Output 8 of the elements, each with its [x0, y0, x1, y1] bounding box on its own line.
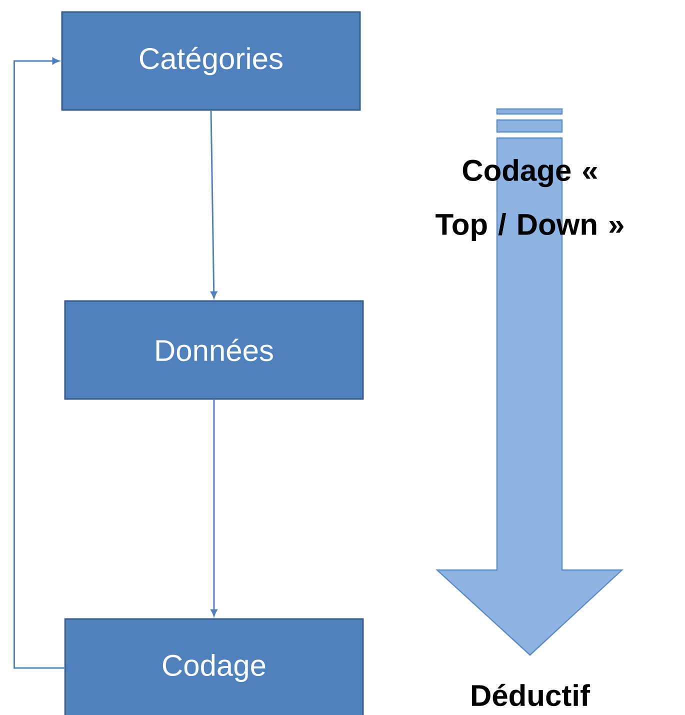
arrow-label: Déductif [472, 684, 590, 706]
arrow-label: Codage « Top / Down » [436, 159, 624, 241]
process-box: Données [64, 300, 364, 400]
process-box: Codage [64, 618, 364, 715]
process-box: Catégories [61, 11, 361, 111]
arrow [210, 400, 218, 616]
arrow [14, 58, 64, 669]
arrow [210, 110, 218, 298]
